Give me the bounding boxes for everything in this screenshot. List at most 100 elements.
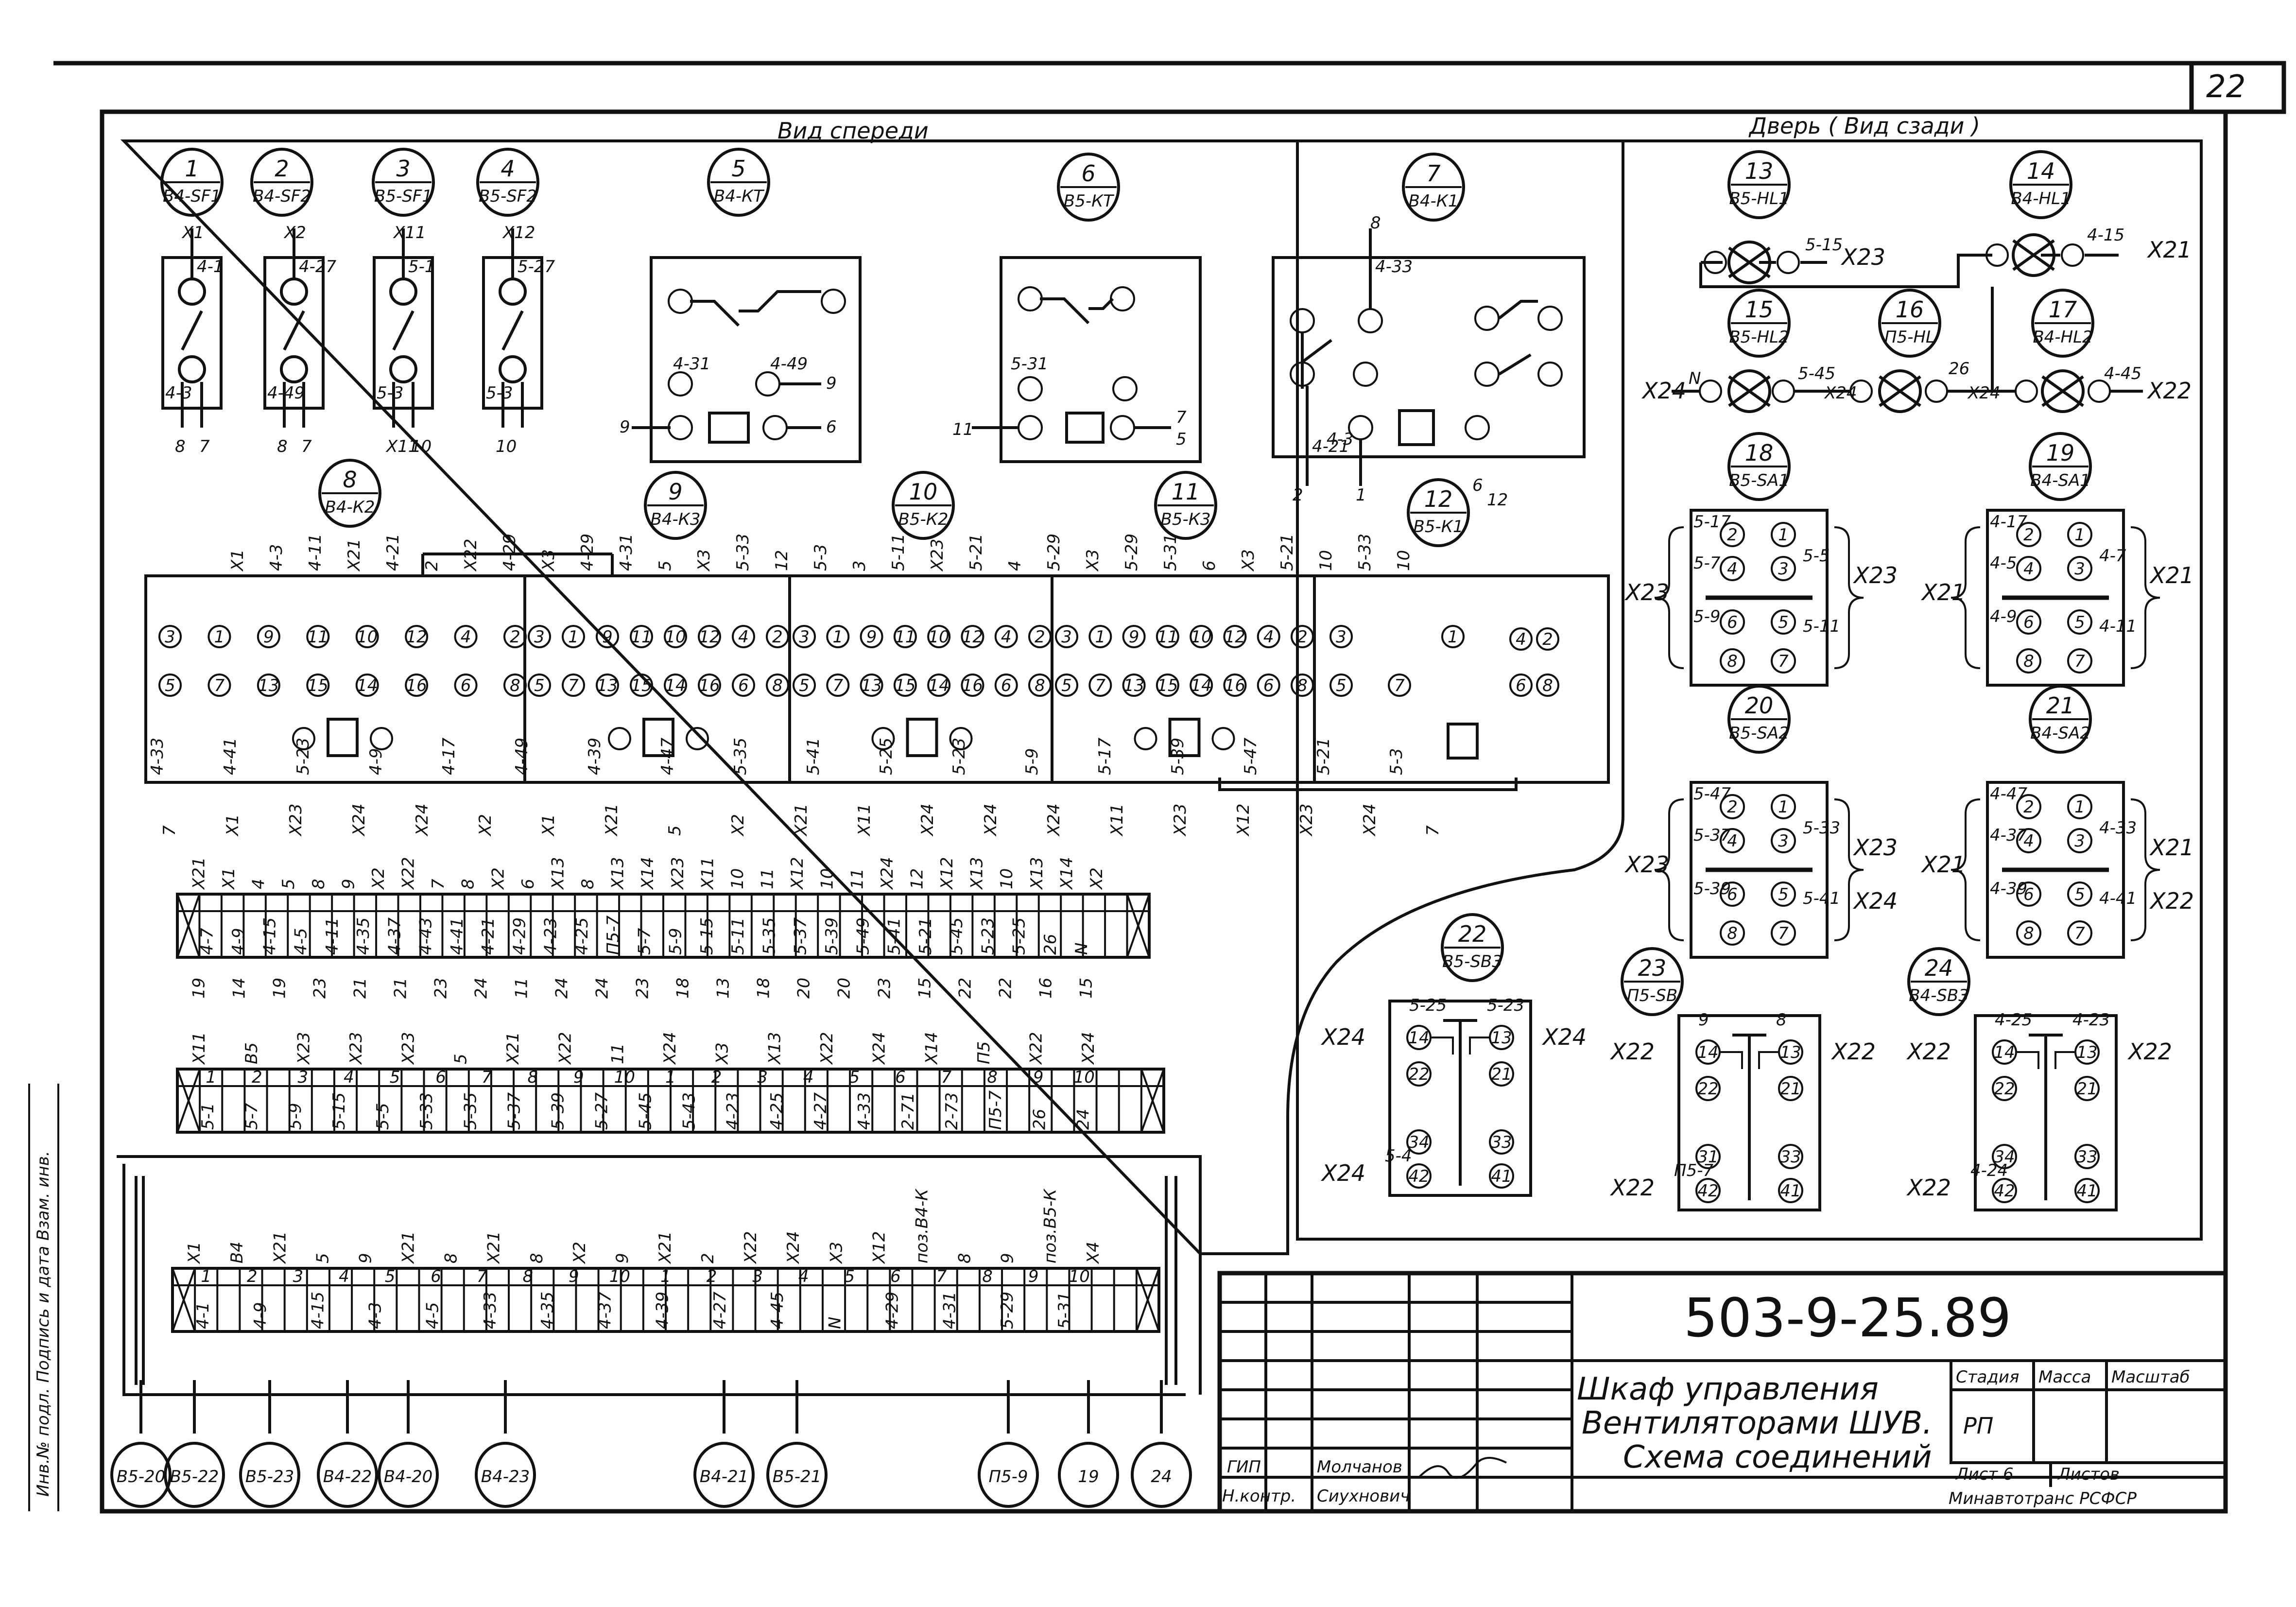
relay-1-terminal-bottom: [454, 674, 478, 697]
terminal_strip_3-top-wire: 8: [442, 1253, 461, 1263]
terminal_strip_2-top-wire: В5: [242, 1042, 261, 1064]
terminal_strip_3-num: 4: [339, 1267, 349, 1286]
terminal_strip_3-top-wire: 5: [313, 1253, 332, 1263]
device-18-circle: [1727, 432, 1791, 501]
sb24-pin-label: 33: [2076, 1147, 2097, 1167]
sa21-wire: 4-39: [1990, 879, 2027, 899]
terminal_strip_2-num: 2: [711, 1068, 722, 1087]
sa21-pin-label: 3: [2074, 831, 2085, 851]
terminal_strip_3-cell: 4-37: [595, 1291, 615, 1329]
relay-top-wire: X21: [345, 538, 364, 572]
relay-3-terminal-bottom: [893, 674, 917, 697]
terminal_strip_2-cell: 5-43: [680, 1092, 699, 1130]
terminal_strip_2-num: 3: [757, 1068, 768, 1087]
sa19-pin-label: 5: [2074, 613, 2085, 632]
device-6-number: 6: [1081, 160, 1095, 187]
hl14-wire: 4-15: [2087, 225, 2124, 245]
terminal_strip_1-bottom-wire: 16: [1036, 978, 1056, 999]
sa18-wire: 5-9: [1693, 607, 1721, 626]
terminal_strip_3-cell: 5-29: [998, 1292, 1017, 1329]
relay-4-coil: [1168, 718, 1201, 757]
breaker-3-lever: [392, 310, 414, 351]
terminal_strip_1-bottom-wire: 22: [956, 978, 975, 999]
sb23-pin-label: 42: [1697, 1181, 1718, 1201]
sa21-pin-label: 8: [2023, 924, 2034, 943]
relay-5-terminal: [1441, 625, 1465, 648]
device-6-circle: [1057, 153, 1120, 222]
sb22-x-left: X24: [1321, 1024, 1365, 1050]
sb22-pin-label: 41: [1491, 1167, 1512, 1186]
relay-1-terminal-bottom: [405, 674, 429, 697]
terminal_strip_2-num: 3: [298, 1068, 309, 1087]
terminal_strip_2-cell: 5-45: [636, 1092, 656, 1130]
terminal_strip_1-bottom-wire: 24: [552, 978, 571, 999]
t6-right-1: 7: [1176, 408, 1187, 427]
sb23-pin: [1695, 1144, 1721, 1169]
relay-1-terminal-top: [405, 625, 429, 648]
relay-1-terminal-top-label: 10: [357, 627, 378, 647]
sa20-pin: [1771, 920, 1796, 946]
relay-mid-wire: 4-9: [366, 748, 386, 775]
device-21-number: 21: [2046, 692, 2075, 719]
sa21-x-bottom: X22: [2149, 888, 2194, 914]
device-7-number: 7: [1426, 160, 1440, 187]
hl-w3: 4-45: [2104, 364, 2141, 383]
sa18-body: [1690, 509, 1829, 687]
device-19-code: В4-SA1: [2030, 471, 2090, 490]
device-11-number: 11: [1172, 479, 1200, 505]
relay-1-terminal-top: [257, 625, 280, 648]
device-23-number: 23: [1638, 955, 1667, 981]
terminal_strip_2-num: 9: [573, 1068, 584, 1087]
sa19-pin-label: 8: [2023, 652, 2034, 671]
terminal_strip_3-top-wire: X12: [869, 1231, 889, 1264]
relay-top-wire: 5-31: [1161, 534, 1180, 571]
sb24-pin-label: 22: [1994, 1079, 2015, 1099]
relay-4-terminal-top: [1156, 625, 1179, 648]
device-3-code: В5-SF1: [374, 187, 432, 206]
sb24-pin: [2074, 1144, 2100, 1169]
sa18-pin: [1720, 609, 1745, 635]
title-line-2: Вентиляторами ШУВ.: [1582, 1405, 1933, 1441]
relay-top-wire: 5-33: [1355, 534, 1375, 571]
terminal_strip_1-cell: П5-7: [604, 916, 623, 955]
sb24-w2: 4-23: [2072, 1010, 2110, 1030]
terminal_strip_1-top-wire: X23: [668, 857, 688, 890]
sa20-brace-right: [1834, 798, 1864, 941]
terminal_strip_2-cell: П5-7: [986, 1090, 1005, 1130]
terminal_strip_2-cell: 4-23: [724, 1092, 743, 1130]
sb22-pin-label: 14: [1408, 1028, 1429, 1048]
terminal_strip_1-cell: 4-35: [354, 917, 373, 955]
breaker-2-lever: [283, 310, 305, 351]
relay-mid-wire: 4-33: [148, 738, 167, 775]
device-12-circle: [1407, 478, 1470, 547]
terminal_strip_1-bottom-wire: 23: [431, 978, 450, 999]
relay-2-terminal-top: [664, 625, 687, 648]
sa18-brace-left: [1654, 526, 1684, 669]
sb22-pin: [1489, 1163, 1514, 1189]
terminal_strip_3-cell: 4-3: [365, 1302, 385, 1329]
sa19-pin: [2016, 648, 2041, 674]
stage-label: Стадия: [1956, 1367, 2019, 1387]
sb24-actuator: [2029, 1034, 2063, 1200]
sa21-wire: 4-33: [2099, 818, 2137, 838]
sa19-pin: [2067, 522, 2092, 547]
relay-bottom-wire: X23: [1171, 803, 1190, 837]
sb23-w3: П5-7: [1674, 1161, 1713, 1180]
relay-1-terminal-bottom-label: 13: [258, 676, 279, 695]
device-4-circle: [476, 148, 539, 217]
device-3-number: 3: [396, 156, 410, 182]
relay-top-wire: 3: [850, 560, 869, 571]
door-view-label: Дверь ( Вид сзади ): [1748, 113, 1980, 139]
terminal_strip_1-cell: 4-15: [260, 917, 279, 955]
relay-2-terminal-top: [562, 625, 585, 648]
sb22-w2: 5-23: [1487, 996, 1524, 1015]
relay-3-terminal-bottom: [927, 674, 951, 697]
device-10-code: В5-К2: [898, 510, 949, 529]
sa18-brace-right: [1834, 526, 1864, 669]
sb22-pin-label: 34: [1408, 1133, 1429, 1152]
sa19-pin: [2016, 522, 2041, 547]
sa18-pin-label: 6: [1727, 613, 1738, 632]
terminal_strip_3-cell: 4-5: [423, 1302, 443, 1329]
device-8-code: В4-К2: [325, 498, 375, 517]
sb23-w1: 9: [1698, 1010, 1709, 1030]
